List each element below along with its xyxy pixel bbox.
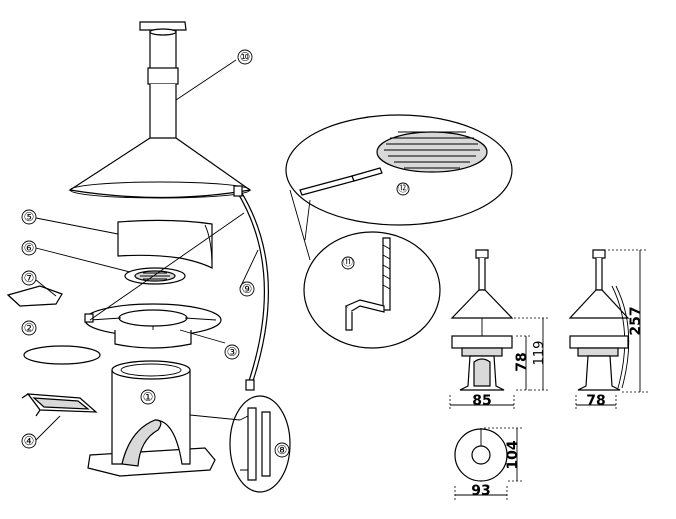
callout-6: ⑥ — [24, 241, 35, 255]
callouts: ⑩ ⑤ ⑥ ⑦ ② ③ ⑨ ① ④ ⑧ ⑪ ⑫ — [21, 49, 410, 458]
callout-4: ④ — [24, 434, 35, 448]
dim-front-lower: 78 — [514, 352, 530, 371]
callout-2: ② — [24, 321, 35, 335]
callout-3: ③ — [227, 345, 238, 359]
dim-top-width: 93 — [471, 483, 490, 499]
dim-front-upper: 119 — [532, 341, 547, 366]
callout-1: ① — [143, 390, 154, 404]
dim-front-width: 85 — [472, 393, 491, 409]
fire-bowl — [84, 303, 222, 349]
fire-screen — [117, 219, 213, 269]
base-disc — [23, 345, 101, 365]
callout-8: ⑧ — [277, 443, 288, 457]
support-detail — [303, 231, 441, 349]
base-column — [87, 360, 216, 477]
callout-7: ⑦ — [24, 271, 35, 285]
grate — [124, 267, 186, 285]
side-view: 78 257 — [568, 249, 648, 410]
callout-12: ⑫ — [398, 183, 408, 195]
wood-segment — [6, 285, 63, 307]
front-view: 85 78 119 — [449, 249, 548, 410]
chimney-hood — [68, 21, 252, 199]
leader-lines — [35, 59, 311, 441]
ash-tray — [21, 393, 98, 417]
grill-plate-detail — [285, 114, 513, 241]
callout-9: ⑨ — [242, 282, 253, 296]
bracket-detail — [229, 395, 291, 493]
curved-rail — [233, 185, 269, 391]
dim-side-width: 78 — [586, 393, 605, 409]
callout-5: ⑤ — [24, 210, 35, 224]
callout-10: ⑩ — [240, 50, 251, 64]
dim-side-height: 257 — [628, 306, 644, 335]
top-view: 93 104 — [454, 427, 524, 500]
callout-11: ⑪ — [343, 257, 353, 269]
dim-top-depth: 104 — [505, 440, 521, 469]
